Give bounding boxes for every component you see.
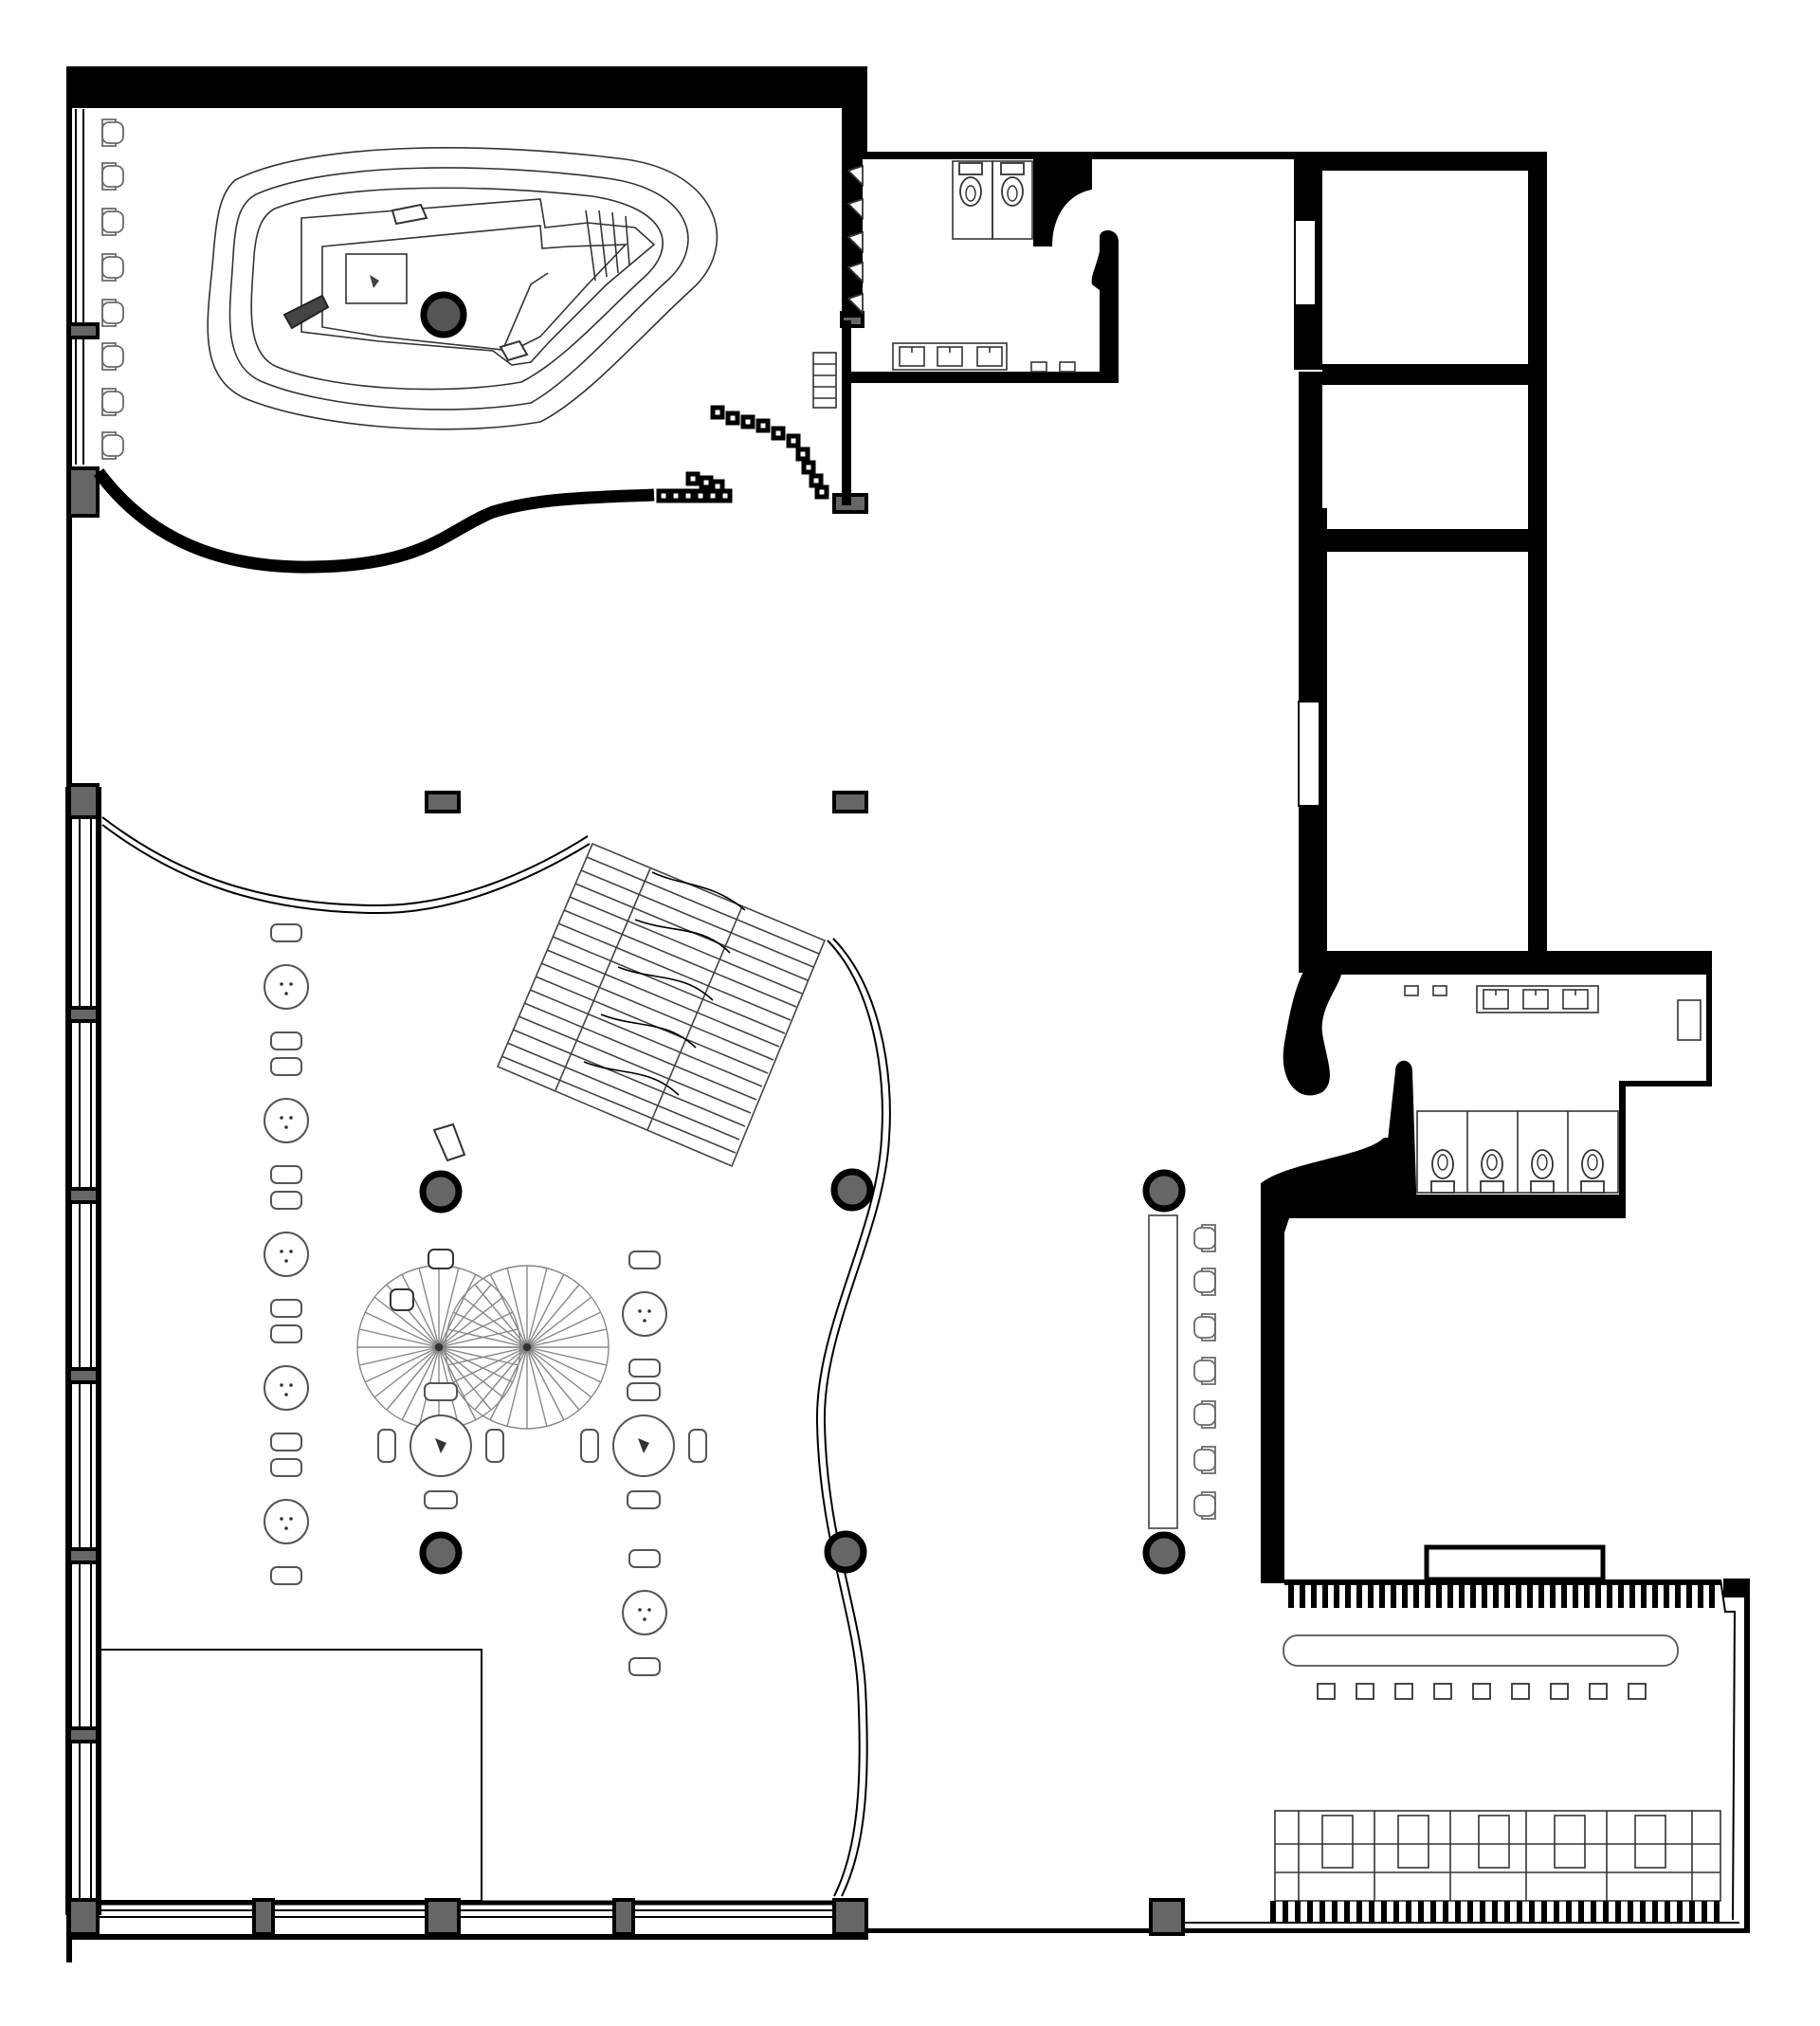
tiered-seating-stand[interactable]: [496, 842, 827, 1168]
lounge-chair: [390, 1123, 466, 1311]
cafe-seating-area: [100, 816, 1216, 1902]
south-windows: [72, 1900, 1739, 1924]
stepping-blocks: [656, 405, 829, 503]
restroom-block-north: [812, 152, 1294, 505]
private-rooms: [1294, 152, 1547, 975]
raised-pool-platform: [207, 147, 718, 430]
four-seat-tables: [377, 1382, 707, 1509]
east-wall: [1261, 1218, 1746, 1597]
bar-counter: [1148, 1214, 1216, 1529]
pool-side-chairs: [101, 119, 124, 460]
storage-room: [100, 1649, 482, 1902]
service-kitchen: [1270, 1544, 1737, 1922]
restroom-block-east: [1261, 951, 1712, 1232]
columns: [419, 1168, 1186, 1575]
curved-partition-north: [93, 468, 655, 574]
